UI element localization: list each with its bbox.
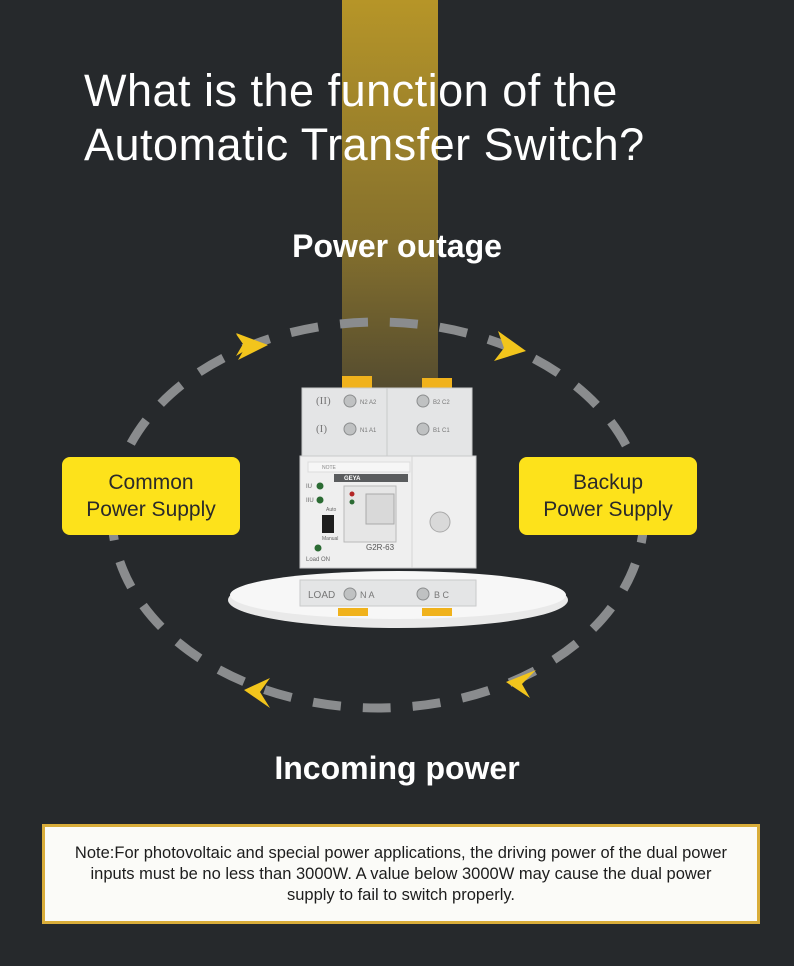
model-label: G2R-63 [366, 543, 395, 552]
indicator-iu-label: IU [306, 484, 312, 490]
slot-i-label: (I) [316, 423, 327, 435]
load-label: LOAD [308, 590, 335, 601]
common-box-line-2: Power Supply [86, 498, 216, 521]
note-text: Note:For photovoltaic and special power … [74, 843, 728, 904]
indicator-iiu-label: IIU [306, 498, 314, 504]
backup-power-supply-box: Backup Power Supply [519, 457, 697, 535]
load-na-label: N A [360, 590, 375, 600]
title-line-2: Automatic Transfer Switch? [84, 119, 645, 170]
light-beam [342, 0, 438, 400]
power-outage-label: Power outage [292, 228, 502, 264]
terminal-n1a1-label: N1 A1 [360, 428, 377, 434]
arrow-bottom-right-icon [506, 670, 536, 698]
brand-label: GEYA [344, 476, 361, 482]
title-line-1: What is the function of the [84, 65, 618, 116]
mode-manual-label: Manual [322, 536, 338, 542]
load-on-label: Load ON [306, 557, 330, 563]
backup-box-line-2: Power Supply [543, 498, 673, 521]
common-power-supply-box: Common Power Supply [62, 457, 240, 535]
note-box: Note:For photovoltaic and special power … [42, 824, 760, 924]
arrow-bottom-left-icon [244, 678, 270, 708]
mode-auto-label: Auto [326, 507, 337, 513]
common-box-line-1: Common [108, 471, 194, 494]
terminal-b2c2-label: B2 C2 [433, 400, 450, 406]
terminal-b1c1-label: B1 C1 [433, 428, 450, 434]
page-title: What is the function of the Automatic Tr… [84, 64, 764, 172]
lower-terminal-block [299, 579, 477, 607]
backup-box-line-1: Backup [572, 471, 644, 494]
note-sticker-label: NOTE [322, 465, 337, 471]
transfer-switch-device-image: (II) (I) N2 A2 B2 C2 N1 A1 B1 C1 NOTE GE… [228, 376, 568, 628]
load-bc-label: B C [434, 590, 450, 600]
incoming-power-label: Incoming power [274, 750, 520, 786]
arrow-top-left-icon [236, 333, 268, 360]
terminal-n2a2-label: N2 A2 [360, 400, 377, 406]
arrow-top-right-icon [494, 331, 526, 361]
slot-ii-label: (II) [316, 395, 331, 407]
